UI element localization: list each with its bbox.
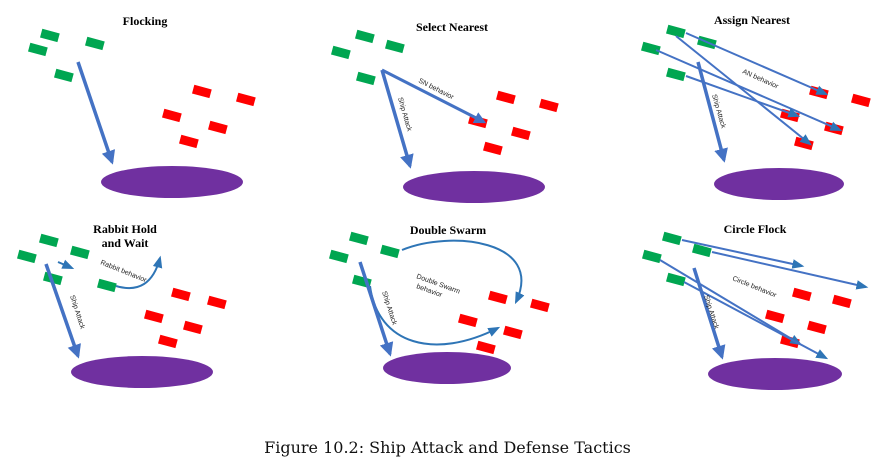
target-zone: [383, 352, 511, 384]
attacker-ship: [331, 45, 351, 60]
panel-title: Double Swarm: [410, 223, 486, 237]
target-zone: [403, 171, 545, 203]
defender-ships: [162, 84, 256, 149]
ship-attack-arrow: [696, 61, 728, 163]
defender-ship: [539, 98, 559, 113]
figure-caption: Figure 10.2: Ship Attack and Defense Tac…: [264, 438, 631, 457]
defender-ship: [765, 309, 785, 324]
attacker-ship: [641, 41, 661, 56]
ship-attack-arrow: [44, 263, 81, 359]
defender-ship: [192, 84, 212, 99]
panel-double-swarm: Double Swarm Double Swarm behavior Ship …: [329, 223, 550, 384]
attacker-ships: [331, 29, 405, 86]
defender-ship: [158, 334, 178, 349]
panel-title: Select Nearest: [416, 20, 488, 34]
target-zone: [101, 166, 243, 198]
ship-attack-arrow: [358, 261, 394, 357]
an-behavior-line: [655, 49, 843, 131]
defender-ship: [183, 320, 203, 335]
panel-title: Flocking: [123, 14, 168, 28]
attacker-ships: [641, 24, 717, 82]
rabbit-behavior-label: Rabbit behavior: [99, 259, 148, 284]
defender-ship: [792, 287, 812, 302]
attacker-ship: [666, 67, 686, 82]
circle-behavior-line: [711, 251, 869, 290]
target-zone: [708, 358, 842, 390]
attacker-ship: [666, 272, 686, 287]
attacker-ship: [692, 243, 712, 258]
defender-ship: [458, 313, 478, 328]
panel-title: Assign Nearest: [714, 13, 790, 27]
defender-ship: [236, 92, 256, 107]
target-zone: [714, 168, 844, 200]
circle-behavior-line: [659, 259, 803, 346]
defender-ship: [530, 298, 550, 313]
defender-ship: [807, 320, 827, 335]
panel-circle-flock: Circle Flock Circle behavior Ship Attack: [642, 222, 869, 390]
double-swarm-upper-curve: [401, 239, 525, 305]
attacker-ship: [349, 231, 369, 246]
ship-attack-label: Ship Attack: [68, 294, 86, 330]
panel-title-line-2: and Wait: [102, 236, 149, 250]
attacker-ship: [642, 249, 662, 264]
defender-ship: [476, 340, 496, 355]
defender-ship: [162, 108, 182, 123]
defender-ships: [458, 290, 550, 355]
attacker-ships: [642, 231, 712, 287]
defender-ship: [503, 325, 523, 340]
defender-ship: [208, 120, 228, 135]
defender-ships: [144, 287, 227, 349]
rabbit-behavior-curve: [115, 255, 163, 290]
defender-ship: [496, 90, 516, 105]
rabbit-move-arrow: [57, 259, 75, 269]
panel-rabbit-hold: Rabbit Hold and Wait Rabbit behavior Shi…: [17, 222, 227, 388]
defender-ship: [144, 309, 164, 324]
defender-ship: [851, 93, 871, 108]
attacker-ship: [329, 249, 349, 264]
panel-assign-nearest: Assign Nearest AN behavior Ship Attack: [641, 13, 871, 200]
defender-ship: [207, 295, 227, 310]
attacker-ship: [380, 244, 400, 259]
attacker-ship: [54, 68, 74, 83]
target-zone: [71, 356, 213, 388]
ship-attack-arrow: [380, 69, 414, 169]
ship-attack-arrow: [692, 267, 726, 360]
attacker-ships: [28, 28, 105, 83]
attacker-ship: [356, 71, 376, 86]
circle-behavior-line: [681, 239, 805, 269]
panel-flocking: Flocking: [28, 14, 256, 198]
attacker-ship: [39, 233, 59, 248]
attacker-ship: [97, 278, 117, 293]
defender-ship: [179, 134, 199, 149]
attacker-ship: [355, 29, 375, 44]
an-behavior-line: [685, 32, 829, 95]
an-behavior-line: [675, 35, 812, 146]
attacker-ship: [666, 24, 686, 39]
attacker-ship: [40, 28, 60, 43]
panel-select-nearest: Select Nearest SN behavior Ship Attack: [331, 20, 559, 203]
defender-ships: [468, 90, 559, 156]
sn-behavior-arrow: [381, 68, 487, 124]
attacker-ship: [85, 36, 105, 51]
defender-ship: [832, 294, 852, 309]
attacker-ship: [70, 245, 90, 260]
attacker-ship: [662, 231, 682, 246]
attacker-ship: [17, 249, 37, 264]
attacker-ship: [28, 42, 48, 57]
defender-ship: [488, 290, 508, 305]
defender-ship: [483, 141, 503, 156]
attacker-ship: [385, 39, 405, 54]
defender-ships: [780, 85, 871, 151]
attacker-ships: [17, 233, 117, 293]
panel-title: Circle Flock: [724, 222, 787, 236]
circle-behavior-line: [683, 281, 829, 360]
panel-title-line-1: Rabbit Hold: [93, 222, 157, 236]
ship-attack-arrow: [76, 61, 116, 165]
defender-ship: [511, 126, 531, 141]
defender-ship: [171, 287, 191, 302]
defender-ships: [765, 287, 852, 349]
circle-behavior-label: Circle behavior: [731, 275, 778, 299]
